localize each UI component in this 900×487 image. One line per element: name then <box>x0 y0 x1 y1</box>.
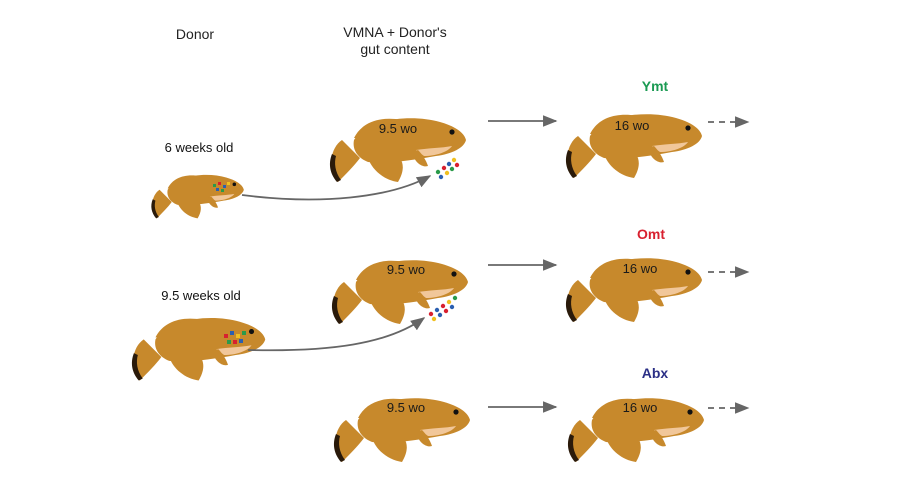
age-16wo-omt: 16 wo <box>623 261 658 276</box>
donor-label-9-5-weeks: 9.5 weeks old <box>161 288 241 303</box>
recipient-age-omt: 9.5 wo <box>387 262 425 277</box>
gut-content-icon <box>428 295 458 322</box>
gut-content-icon <box>213 182 230 192</box>
header-vmna-line1: VMNA + Donor's <box>343 24 446 40</box>
group-label-omt: Omt <box>637 226 665 242</box>
gut-content-icon <box>224 331 246 344</box>
recipient-age-ymt: 9.5 wo <box>379 121 417 136</box>
donor-fish-9-5-weeks <box>131 317 266 381</box>
age-16wo-ymt: 16 wo <box>615 118 650 133</box>
donor-fish-6-weeks <box>151 174 244 219</box>
transfer-arrow-old <box>247 317 426 352</box>
donor-label-6-weeks: 6 weeks old <box>165 140 234 155</box>
age-16wo-abx: 16 wo <box>623 400 658 415</box>
group-label-ymt: Ymt <box>642 78 669 94</box>
transfer-arrow-young <box>241 175 432 201</box>
gut-content-icon <box>435 157 460 180</box>
header-vmna-line2: gut content <box>360 41 429 57</box>
group-label-abx: Abx <box>642 365 669 381</box>
header-donor: Donor <box>176 26 214 42</box>
recipient-age-abx: 9.5 wo <box>387 400 425 415</box>
